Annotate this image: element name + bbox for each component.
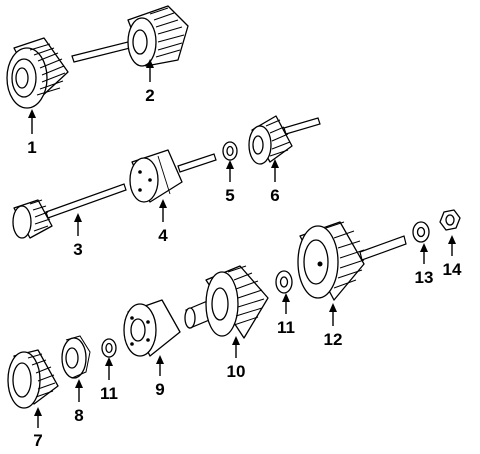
callout-6: 6 bbox=[270, 186, 279, 205]
part-6-gear-shaft bbox=[248, 115, 321, 165]
part-8-gear bbox=[61, 335, 91, 379]
part-13-washer bbox=[412, 221, 430, 243]
part-12-output-gear bbox=[297, 221, 407, 301]
callout-7: 7 bbox=[33, 431, 42, 450]
callout-4: 4 bbox=[158, 226, 168, 245]
callout-1: 1 bbox=[27, 138, 36, 157]
part-11-washer-left bbox=[101, 338, 117, 358]
callout-13: 13 bbox=[415, 268, 434, 287]
callout-11-left: 11 bbox=[100, 384, 118, 403]
part-7-ring-gear bbox=[7, 349, 59, 409]
callout-3: 3 bbox=[73, 240, 82, 259]
callout-2: 2 bbox=[145, 86, 154, 105]
part-11-washer-right bbox=[275, 270, 293, 294]
part-1-clutch-drum bbox=[6, 37, 69, 109]
part-9-clutch-hub bbox=[123, 299, 181, 357]
part-4-planetary-carrier bbox=[129, 149, 217, 203]
part-3-sun-gear-shaft bbox=[12, 183, 127, 239]
part-10-gear-assembly bbox=[184, 265, 269, 339]
part-14-nut bbox=[439, 209, 461, 231]
part-2-input-shaft-drum bbox=[71, 5, 189, 67]
callout-12: 12 bbox=[324, 330, 343, 349]
callout-11-right: 11 bbox=[277, 318, 295, 337]
callout-9: 9 bbox=[155, 380, 164, 399]
part-5-washer bbox=[222, 141, 238, 161]
leader-lines bbox=[28, 59, 456, 428]
callout-8: 8 bbox=[74, 406, 83, 425]
callout-labels: 1 2 3 4 5 6 7 8 9 10 11 11 12 13 14 bbox=[27, 86, 462, 450]
callout-5: 5 bbox=[225, 186, 234, 205]
callout-14: 14 bbox=[443, 260, 462, 279]
callout-10: 10 bbox=[227, 362, 246, 381]
